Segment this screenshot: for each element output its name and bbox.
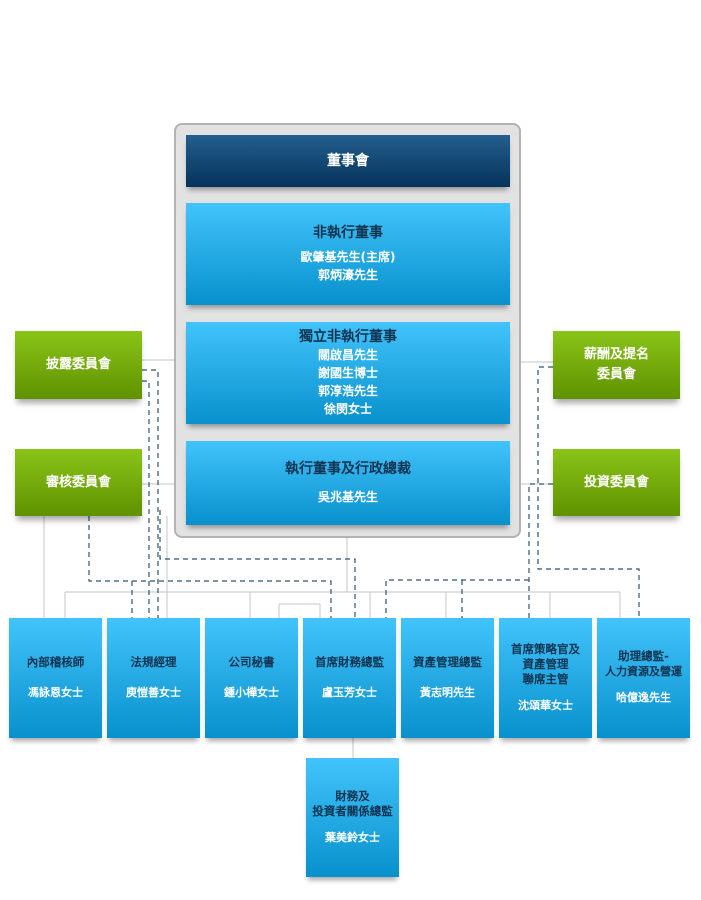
committee-label: 委員會 (596, 367, 636, 382)
remuneration-nomination-committee-box[interactable]: 薪酬及提名 委員會 (553, 331, 680, 399)
officer-name: 哈億逸先生 (616, 691, 671, 704)
officer-name: 葉美鈴女士 (325, 830, 380, 844)
executive-director-ceo-box[interactable]: 執行董事及行政總裁 吳兆基先生 (186, 441, 510, 525)
board-title: 董事會 (327, 153, 369, 169)
independent-non-executive-title: 獨立非執行董事 (299, 329, 397, 345)
director-name: 關啟昌先生 (317, 348, 378, 362)
director-name: 郭炳濠先生 (317, 268, 378, 282)
committee-label: 審核委員會 (45, 474, 111, 490)
officer-name: 鍾小樺女士 (224, 685, 279, 699)
independent-non-executive-directors-box[interactable]: 獨立非執行董事 關啟昌先生 謝國生博士 郭淳浩先生 徐閔女士 (186, 322, 510, 424)
committee-label: 薪酬及提名 (583, 347, 649, 362)
officer-title: 助理總監- (618, 649, 669, 663)
officer-name: 黃志明先生 (420, 685, 475, 699)
officer-chief-financial-officer[interactable]: 首席財務總監 盧玉芳女士 (303, 618, 396, 738)
committee-label: 披露委員會 (45, 357, 111, 372)
officer-title: 財務及 (335, 788, 370, 803)
director-name: 歐肇基先生(主席) (300, 250, 396, 264)
officer-name: 沈頌華女士 (518, 698, 573, 712)
officer-internal-auditor[interactable]: 內部稽核師 馮詠恩女士 (9, 618, 102, 738)
director-name: 吳兆基先生 (317, 490, 378, 504)
board-of-directors-box[interactable]: 董事會 (186, 135, 510, 187)
officer-assistant-director-hr-operations[interactable]: 助理總監- 人力資源及營運 哈億逸先生 (597, 618, 690, 738)
officer-title: 內部稽核師 (26, 654, 85, 669)
officer-name: 庾愷善女士 (126, 685, 181, 699)
officer-title: 資產管理總監 (413, 654, 482, 669)
executive-title: 執行董事及行政總裁 (285, 461, 411, 477)
officer-title: 首席策略官及 (511, 641, 580, 656)
officer-title: 法規經理 (130, 654, 177, 669)
director-name: 謝國生博士 (317, 366, 378, 380)
officer-title: 公司秘書 (228, 654, 275, 669)
officer-compliance-manager[interactable]: 法規經理 庾愷善女士 (107, 618, 200, 738)
director-name: 郭淳浩先生 (317, 384, 378, 398)
officer-title: 聯席主管 (522, 671, 569, 686)
officer-title: 投資者關係總監 (312, 803, 393, 818)
officer-title: 資產管理 (522, 656, 569, 671)
disclosure-committee-box[interactable]: 披露委員會 (15, 331, 142, 399)
officer-finance-investor-relations-director[interactable]: 財務及 投資者關係總監 葉美鈴女士 (306, 758, 399, 877)
investment-committee-box[interactable]: 投資委員會 (553, 449, 680, 516)
audit-committee-box[interactable]: 審核委員會 (15, 449, 142, 516)
officer-name: 馮詠恩女士 (28, 685, 83, 699)
officer-title: 人力資源及營運 (605, 665, 682, 678)
officer-company-secretary[interactable]: 公司秘書 鍾小樺女士 (205, 618, 298, 738)
non-executive-title: 非執行董事 (313, 225, 383, 241)
committee-label: 投資委員會 (583, 474, 649, 490)
director-name: 徐閔女士 (323, 402, 372, 416)
non-executive-directors-box[interactable]: 非執行董事 歐肇基先生(主席) 郭炳濠先生 (186, 203, 510, 305)
officer-title: 首席財務總監 (315, 654, 384, 669)
officer-chief-strategy-officer[interactable]: 首席策略官及 資產管理 聯席主管 沈頌華女士 (499, 618, 592, 738)
officer-asset-management-director[interactable]: 資產管理總監 黃志明先生 (401, 618, 494, 738)
officer-name: 盧玉芳女士 (322, 685, 377, 699)
